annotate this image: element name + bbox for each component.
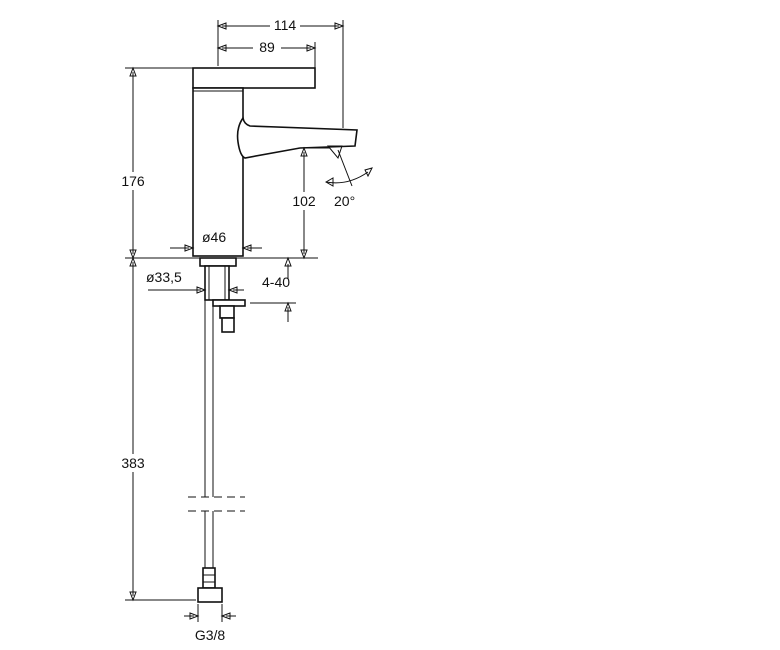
faucet-body [192,67,358,257]
hose-connector [202,567,216,589]
label-diameter-46: ø46 [202,229,226,245]
label-g3-8: G3/8 [195,627,226,643]
dim-total-height: 176 [115,66,193,260]
spout [236,115,358,159]
hose-nut [197,587,223,603]
dim-body-diameter: ø46 [170,229,262,252]
aerator [326,145,343,160]
label-20-degrees: 20° [334,193,355,209]
dim-handle-length: 89 [216,38,317,68]
dim-spout-reach: 114 [216,16,345,128]
clamp-nut-lower [221,317,235,333]
supply-hose [188,300,245,603]
dim-deck-thickness: 4-40 [250,256,296,322]
label-383: 383 [121,455,145,471]
dim-spout-angle: 20° [324,149,373,209]
dim-spout-height: 102 [286,146,330,260]
dim-connection-thread: G3/8 [184,604,236,643]
deck-nut [199,257,237,267]
dim-shank-diameter: ø33,5 [146,269,244,294]
label-114: 114 [274,17,297,33]
handle-lever [192,67,316,89]
label-89: 89 [259,39,275,55]
label-diameter-33-5: ø33,5 [146,269,182,285]
label-102: 102 [292,193,316,209]
label-4-40: 4-40 [262,274,290,290]
body-cylinder [192,87,244,257]
clamp-bracket [212,299,246,307]
mounting-hardware [204,265,246,333]
dim-hose-length: 383 [115,256,196,602]
label-176: 176 [121,173,145,189]
clamp-nut [219,305,235,319]
